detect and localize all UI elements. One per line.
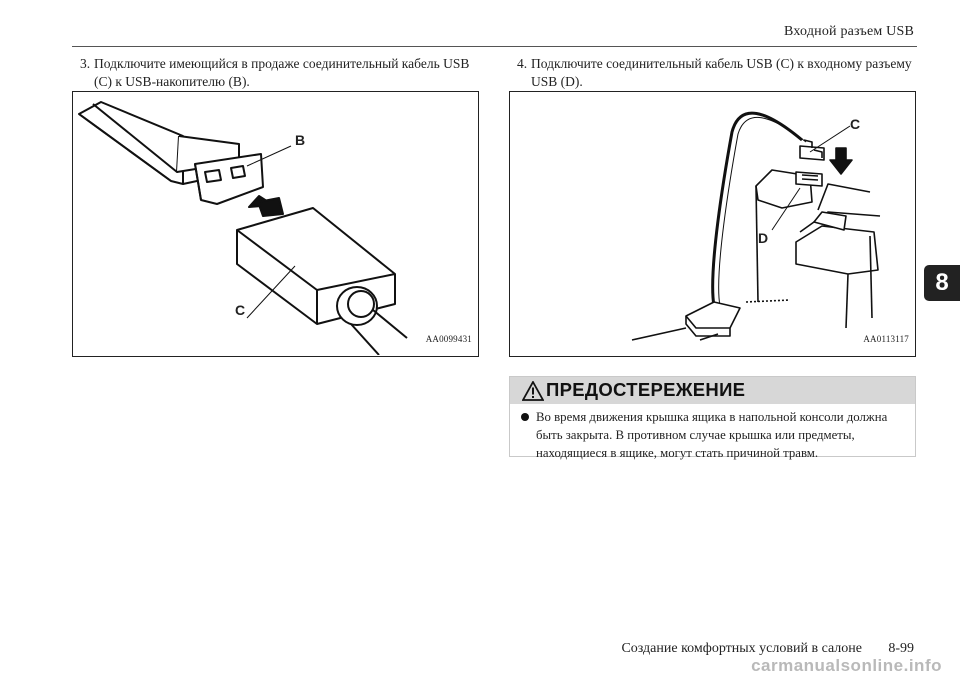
step-3: 3. Подключите имеющийся в продаже соедин… xyxy=(80,55,480,91)
step-number: 4. xyxy=(517,56,528,71)
warning-text: Во время движения крышка ящика в напольн… xyxy=(536,410,888,460)
warning-header: ПРЕДОСТЕРЕЖЕНИЕ xyxy=(510,377,915,404)
console-socket-illustration xyxy=(631,111,881,341)
watermark: carmanualsonline.info xyxy=(751,656,942,675)
figure-console-socket-connection: C D AA0113117 xyxy=(509,91,916,357)
figure-usb-drive-connection: B C AA0099431 xyxy=(72,91,479,357)
callout-c: C xyxy=(850,116,861,132)
step-text: Подключите соединительный кабель USB (C)… xyxy=(531,56,912,89)
callout-c: C xyxy=(235,302,246,318)
footer-section-title: Создание комфортных условий в салоне xyxy=(621,641,862,656)
warning-triangle-icon xyxy=(521,380,545,406)
figure-code: AA0113117 xyxy=(863,334,909,344)
warning-box: ПРЕДОСТЕРЕЖЕНИЕ Во время движения крышка… xyxy=(509,376,916,460)
figure-code: AA0099431 xyxy=(425,334,472,344)
bullet-icon xyxy=(521,413,529,421)
callout-b: B xyxy=(295,132,306,148)
step-text: Подключите имеющийся в продаже соедините… xyxy=(94,56,470,89)
page-header-title: Входной разъем USB xyxy=(784,24,914,39)
callout-d: D xyxy=(758,230,769,246)
header-rule xyxy=(72,46,917,47)
page-number: 8-99 xyxy=(888,641,914,656)
step-number: 3. xyxy=(80,56,91,71)
warning-title: ПРЕДОСТЕРЕЖЕНИЕ xyxy=(546,379,746,400)
step-4: 4. Подключите соединительный кабель USB … xyxy=(517,55,917,91)
usb-drive-illustration xyxy=(78,101,408,355)
chapter-tab: 8 xyxy=(924,265,960,301)
warning-body: Во время движения крышка ящика в напольн… xyxy=(510,404,915,462)
